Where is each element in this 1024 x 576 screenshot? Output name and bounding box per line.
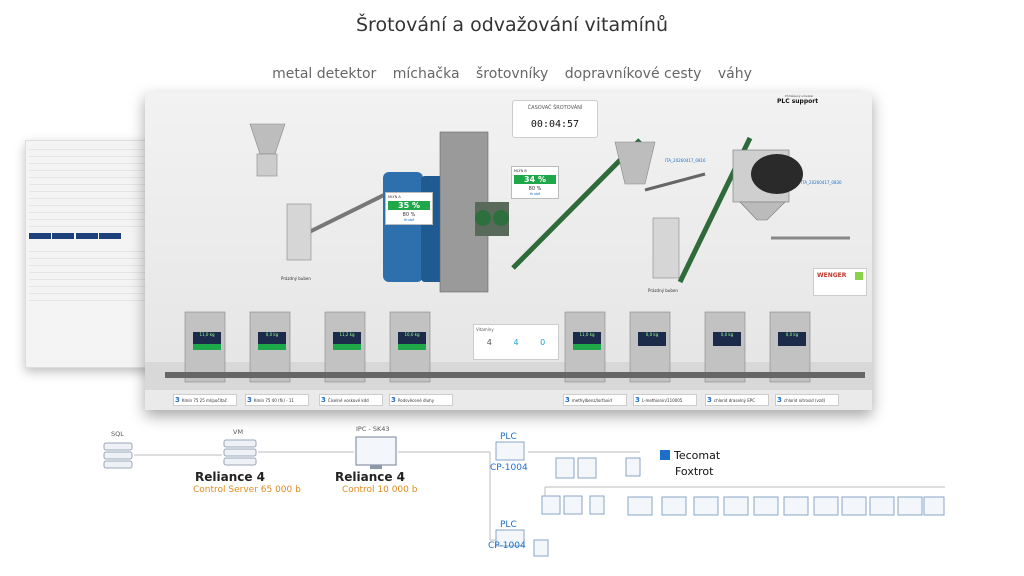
tecomat-icon <box>660 450 670 460</box>
pallet-left-label: Prázdný buben <box>281 276 311 281</box>
mill-a-state: Hrubě <box>403 218 415 222</box>
vitamin-summary: Vitamíny 4 4 0 <box>473 324 559 360</box>
sql-label: SQL <box>111 430 124 438</box>
batch-left-label: ITA_20260417_0816 <box>665 158 706 163</box>
vitamin-total: 4 <box>486 338 492 347</box>
mill-a-title: MLÝN A <box>388 195 401 199</box>
mill-a-sub: 80 % <box>402 212 416 218</box>
timer-value: 00:04:57 <box>530 119 580 130</box>
scale-3[interactable]: 11,2 kg <box>325 332 369 372</box>
sql-icon <box>103 442 133 469</box>
nav-metal-detektor[interactable]: metal detektor <box>272 66 377 82</box>
pallet-right-label: Prázdný buben <box>648 288 678 293</box>
mill-b-title: MLÝN B <box>514 169 527 173</box>
scale-5-value: 11,0 kg <box>573 332 601 346</box>
grinding-timer: ČASOVAČ ŠROTOVÁNÍ 00:04:57 <box>512 100 598 138</box>
batch-right-label: ITA_20260417_0830 <box>801 180 842 185</box>
wenger-text: WENGER <box>817 272 847 279</box>
reliance-control-title: Reliance 4 <box>335 470 406 484</box>
timer-label: ČASOVAČ ŠROTOVÁNÍ <box>527 105 583 111</box>
scale-8[interactable]: 0,0 kg <box>770 332 814 372</box>
reliance-server-title: Reliance 4 <box>195 470 266 484</box>
scale-2-value: 0,0 kg <box>258 332 286 346</box>
scale-5[interactable]: 11,0 kg <box>565 332 609 372</box>
mill-b-sub: 80 % <box>528 186 542 192</box>
ipc-label: IPC - SK43 <box>356 425 390 433</box>
scale-4[interactable]: 10,0 kg <box>390 332 434 372</box>
foxtrot-label: Foxtrot <box>675 465 714 478</box>
scale-3-value: 11,2 kg <box>333 332 361 346</box>
mill-a-percent: 35 % <box>388 201 430 210</box>
ghost-recipe-panel <box>153 120 243 270</box>
scale-8-value: 0,0 kg <box>778 332 806 346</box>
scale-1-value: 11,0 kg <box>193 332 221 346</box>
plc-b-label: PLC <box>500 520 517 530</box>
nav-srotovniky[interactable]: šrotovníky <box>476 66 549 82</box>
wenger-logo: WENGER <box>813 268 867 296</box>
nav-vahy[interactable]: váhy <box>717 66 752 82</box>
scale-6[interactable]: 0,0 kg <box>630 332 674 372</box>
scale-2[interactable]: 0,0 kg <box>250 332 294 372</box>
logged-user-label: Přihlášený uživatel <box>785 94 814 98</box>
vitamin-title: Vitamíny <box>476 327 494 332</box>
scada-screen: ČASOVAČ ŠROTOVÁNÍ 00:04:57 Přihlášený už… <box>145 92 872 410</box>
plc-a-label: PLC <box>500 432 517 442</box>
mill-b-percent: 34 % <box>514 175 556 184</box>
vitamin-pending: 0 <box>540 338 546 347</box>
mill-a-panel: MLÝN A 35 % 80 % Hrubě <box>385 192 433 225</box>
vm-icon <box>223 439 257 466</box>
nav-michacka[interactable]: míchačka <box>392 66 460 82</box>
scale-6-value: 0,0 kg <box>638 332 666 346</box>
reliance-server-sub: Control Server 65 000 b <box>193 485 301 495</box>
nav-dopravnikove-cesty[interactable]: dopravníkové cesty <box>564 66 702 82</box>
scale-7[interactable]: 0,0 kg <box>705 332 749 372</box>
mill-b-state: Hrubě <box>529 192 541 196</box>
vitamin-done: 4 <box>513 338 519 347</box>
tecomat-label: Tecomat <box>674 449 721 462</box>
vm-label: VM <box>233 428 244 436</box>
page-title: Šrotování a odvažování vitamínů <box>356 14 668 36</box>
monitor-icon <box>355 436 397 469</box>
scale-1[interactable]: 11,0 kg <box>185 332 229 372</box>
plc-support-link[interactable]: PLC support <box>777 98 819 105</box>
top-nav: metal detektor míchačka šrotovníky dopra… <box>0 66 1024 82</box>
scale-4-value: 10,0 kg <box>398 332 426 346</box>
mill-b-panel: MLÝN B 34 % 80 % Hrubě <box>511 166 559 199</box>
reliance-control-sub: Control 10 000 b <box>342 485 418 495</box>
plc-b-model: CP-1004 <box>488 541 526 551</box>
secondary-screen <box>25 140 165 368</box>
plc-a-model: CP-1004 <box>490 463 528 473</box>
scale-7-value: 0,0 kg <box>713 332 741 346</box>
